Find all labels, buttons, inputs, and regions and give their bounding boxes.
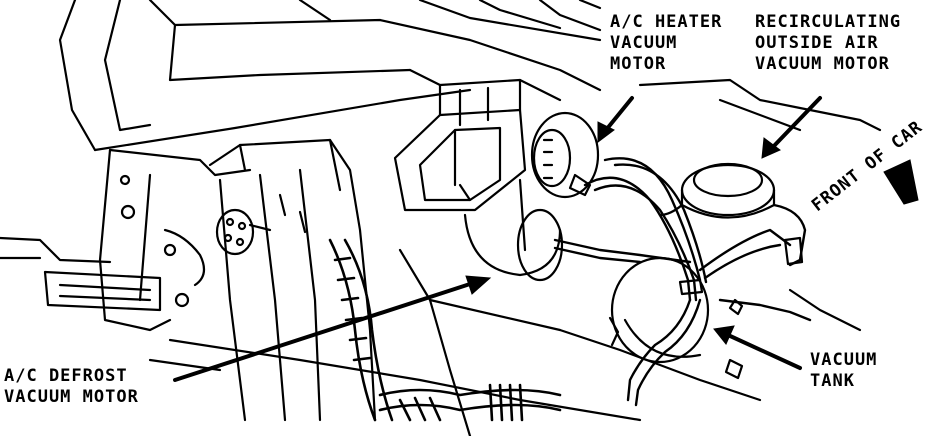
recirc-callout-arrow: [761, 96, 822, 159]
vacuum-tank-label: VACUUM TANK: [810, 350, 877, 392]
heater-motor-label-line: VACUUM: [610, 33, 678, 53]
heater-motor-label: A/C HEATER VACUUM MOTOR: [610, 12, 722, 75]
defrost-motor-label-line: VACUUM MOTOR: [4, 387, 139, 407]
wiring-harness: [328, 238, 562, 422]
defrost-motor-label: A/C DEFROST VACUUM MOTOR: [4, 366, 139, 408]
heater-callout-arrow: [597, 96, 634, 143]
callout-arrows: [173, 96, 919, 382]
center-column: [208, 138, 377, 422]
defrost-callout-arrow: [173, 275, 492, 382]
recirc-motor-label-line: RECIRCULATING: [755, 12, 902, 32]
heater-motor-label-line: MOTOR: [610, 54, 667, 74]
recirc-motor-label-line: OUTSIDE AIR: [755, 33, 879, 53]
firewall-bracket: [0, 148, 252, 332]
tank-callout-arrow: [713, 325, 802, 370]
recirc-motor-label-line: VACUUM MOTOR: [755, 54, 890, 74]
fender-line: [638, 78, 882, 332]
vacuum-tank-label-line: VACUUM: [810, 350, 878, 370]
hose-fittings: [568, 173, 804, 380]
recirc-vacuum-motor: [680, 162, 776, 219]
connector-plate: [215, 208, 272, 256]
duct-box: [393, 78, 527, 212]
vacuum-tank-label-line: TANK: [810, 371, 855, 391]
defrost-motor-label-line: A/C DEFROST: [4, 366, 128, 386]
vacuum-hoses: [553, 157, 812, 407]
vacuum-tank: [608, 256, 710, 364]
dashboard-cowl: [58, 0, 602, 152]
front-of-car-arrow: [883, 159, 919, 205]
recirc-motor-label: RECIRCULATING OUTSIDE AIR VACUUM MOTOR: [755, 12, 901, 75]
defrost-motor-housing: [463, 178, 564, 282]
heater-vacuum-motor: [530, 111, 600, 199]
heater-motor-label-line: A/C HEATER: [610, 12, 723, 32]
